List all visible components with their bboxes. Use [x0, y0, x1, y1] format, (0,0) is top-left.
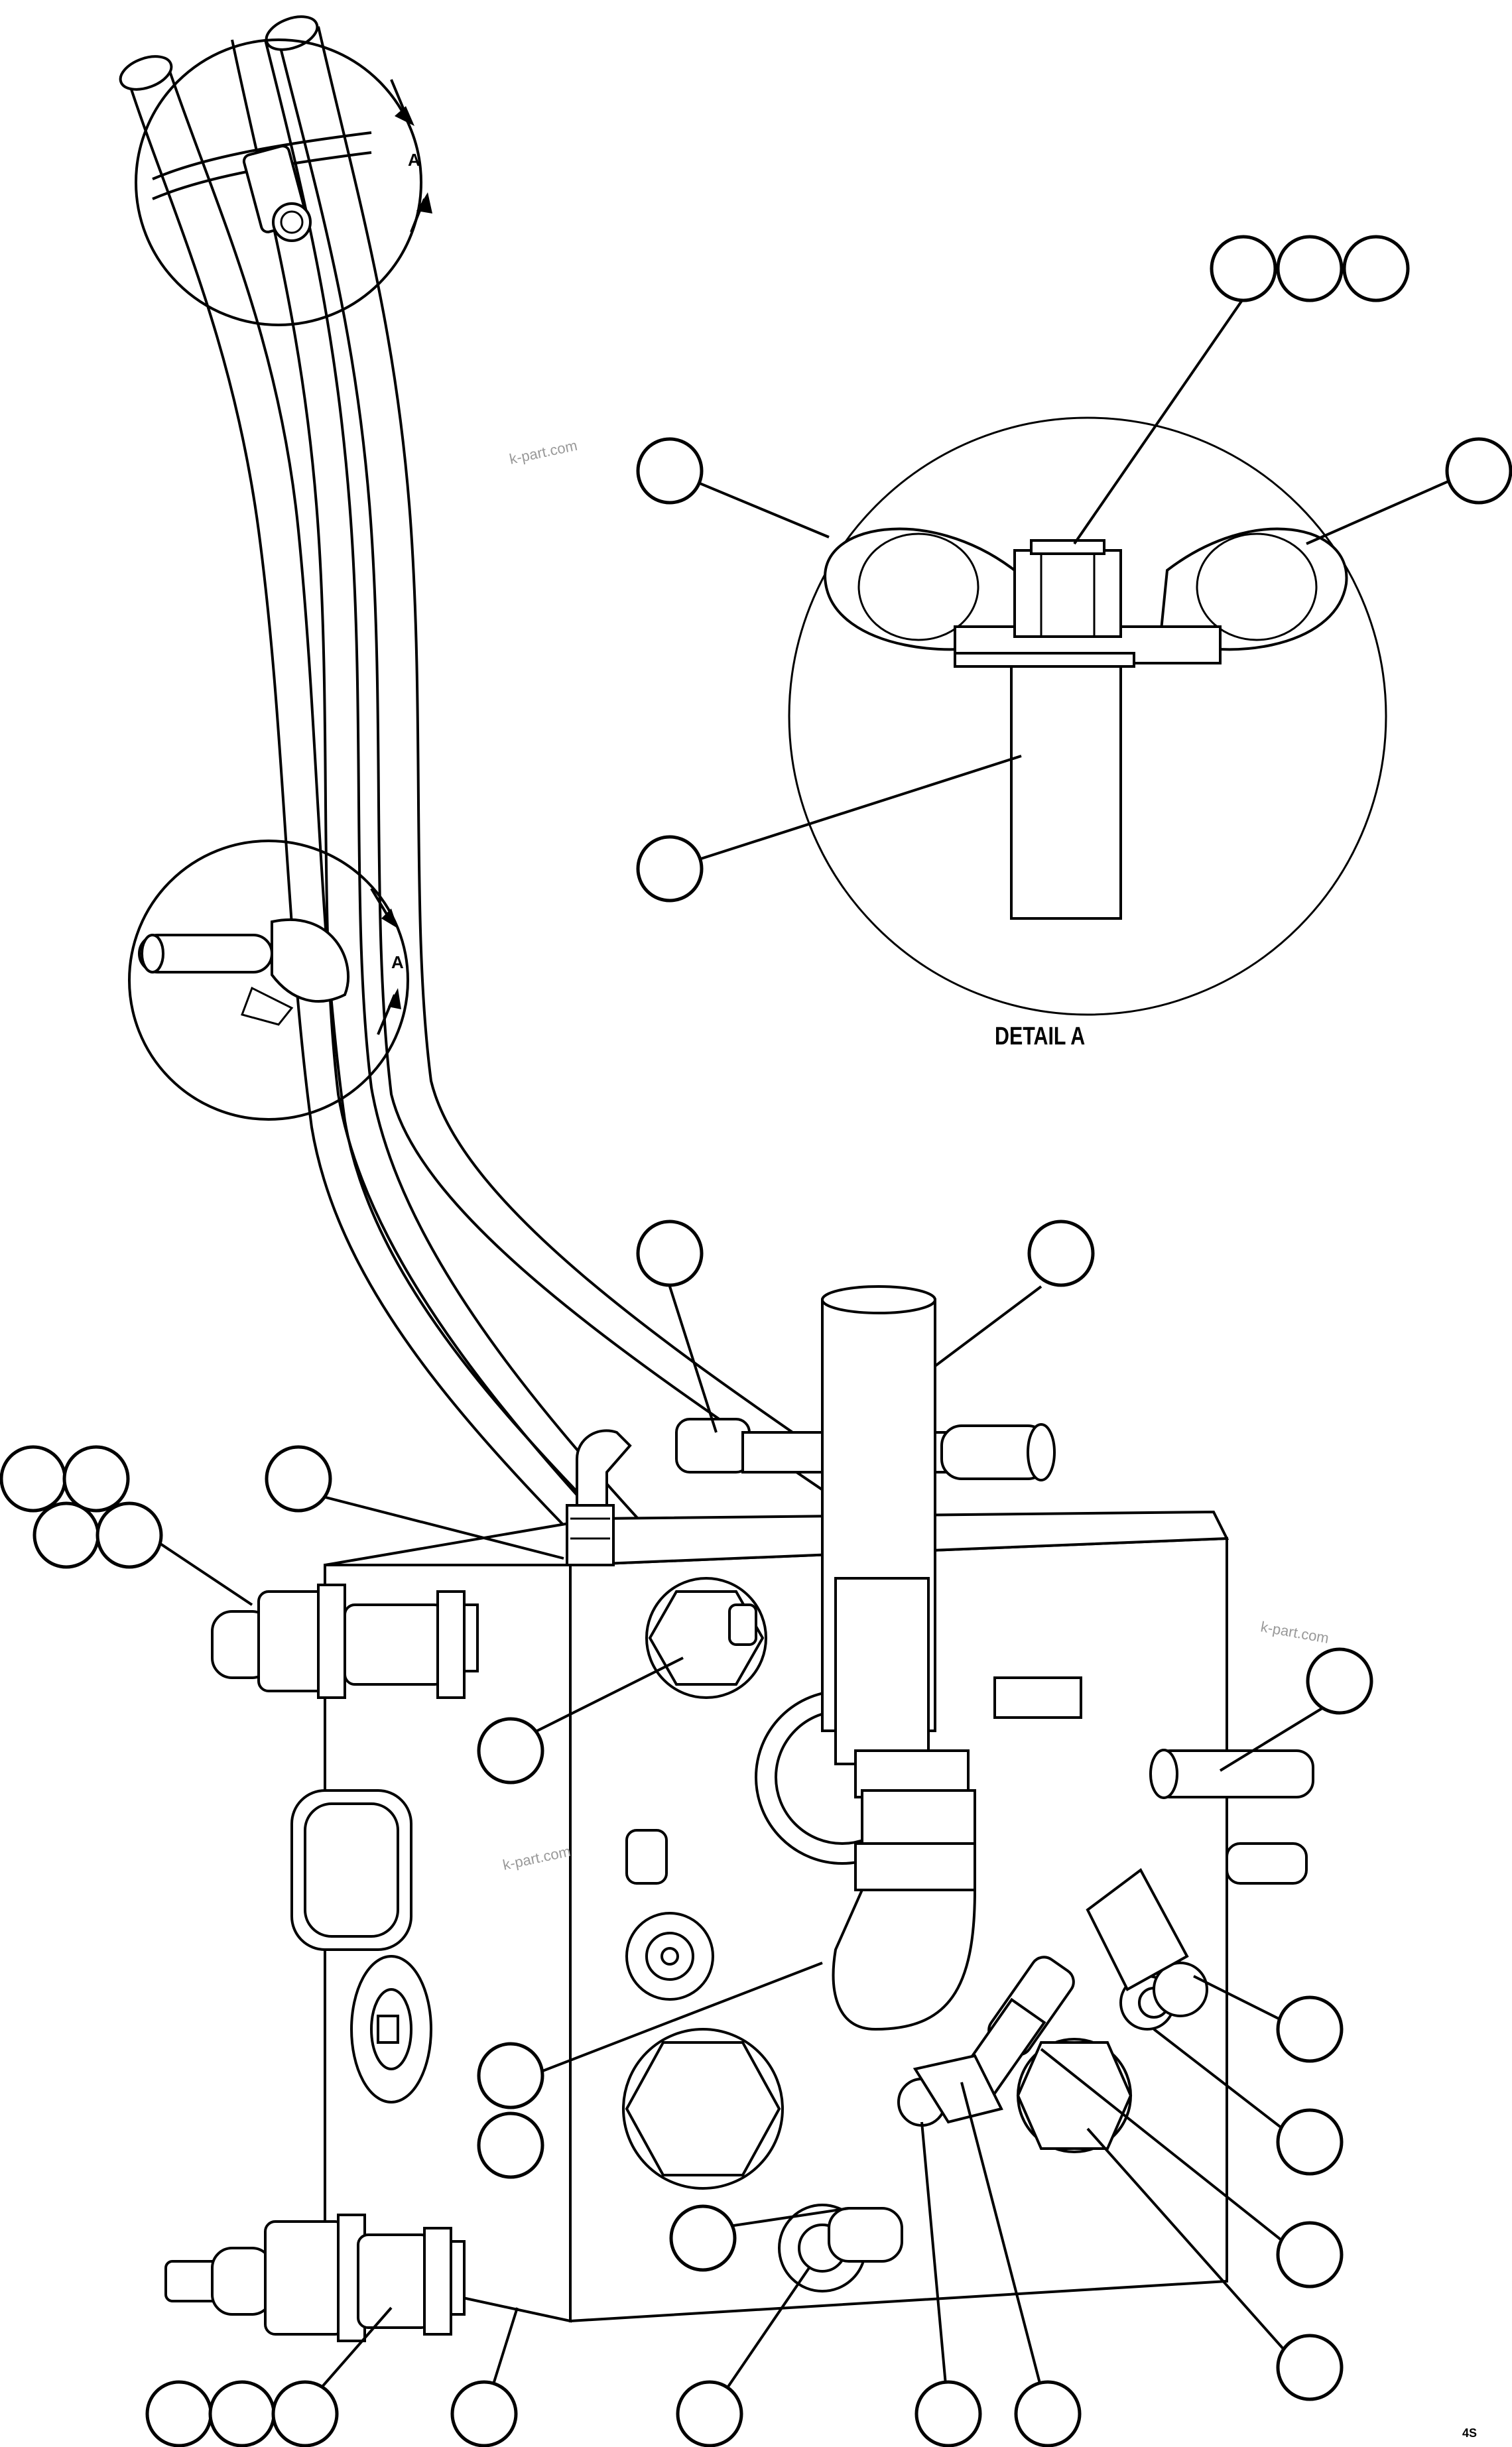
detail-marker-upper: A: [408, 150, 420, 170]
callout-balloon: [1276, 2221, 1344, 2289]
corner-mark: 4S: [1462, 2426, 1477, 2440]
callout-balloon: [1276, 2334, 1344, 2401]
callout-balloon: [914, 2380, 982, 2447]
upper-clamp-detail-circle: A: [135, 38, 432, 326]
callout-balloon: [1342, 235, 1410, 302]
detail-a-view: [788, 416, 1387, 1016]
callout-balloon: [477, 2111, 544, 2179]
callout-leaders: [131, 297, 1473, 2415]
callout-balloon: [636, 835, 704, 903]
callout-balloon: [1027, 1220, 1095, 1287]
callout-balloon: [1276, 1995, 1344, 2063]
callout-balloon: [1306, 1647, 1373, 1715]
watermark-text: k-part.com: [1259, 1618, 1330, 1647]
middle-clamp-detail-circle: A: [128, 840, 409, 1121]
callout-balloon: [271, 2380, 339, 2447]
callout-balloon: [32, 1501, 100, 1569]
detail-marker-middle: A: [391, 952, 404, 972]
callout-balloons: [0, 235, 1512, 2447]
callout-balloon: [477, 1717, 544, 1785]
callout-balloon: [265, 1445, 332, 1513]
callout-balloon: [1210, 235, 1277, 302]
callout-balloon: [669, 2204, 737, 2272]
callout-balloon: [450, 2380, 518, 2447]
callout-balloon: [477, 2042, 544, 2109]
callout-balloon: [208, 2380, 276, 2447]
callout-balloon: [1014, 2380, 1082, 2447]
detail-a-title: DETAIL A: [995, 1023, 1085, 1050]
callout-balloon: [636, 437, 704, 505]
left-fittings: [164, 1584, 479, 2342]
callout-balloon: [145, 2380, 213, 2447]
callout-balloon: [0, 1445, 67, 1513]
top-pipes: [566, 1285, 1082, 2031]
right-fittings: [828, 1749, 1314, 2263]
callout-balloon: [676, 2380, 743, 2447]
callout-balloon: [95, 1501, 163, 1569]
callout-balloon: [62, 1445, 130, 1513]
callout-balloon: [1445, 437, 1512, 505]
callout-balloon: [636, 1220, 704, 1287]
watermark-text: k-part.com: [508, 437, 579, 468]
callout-balloon: [1276, 2108, 1344, 2176]
callout-balloon: [1276, 235, 1344, 302]
